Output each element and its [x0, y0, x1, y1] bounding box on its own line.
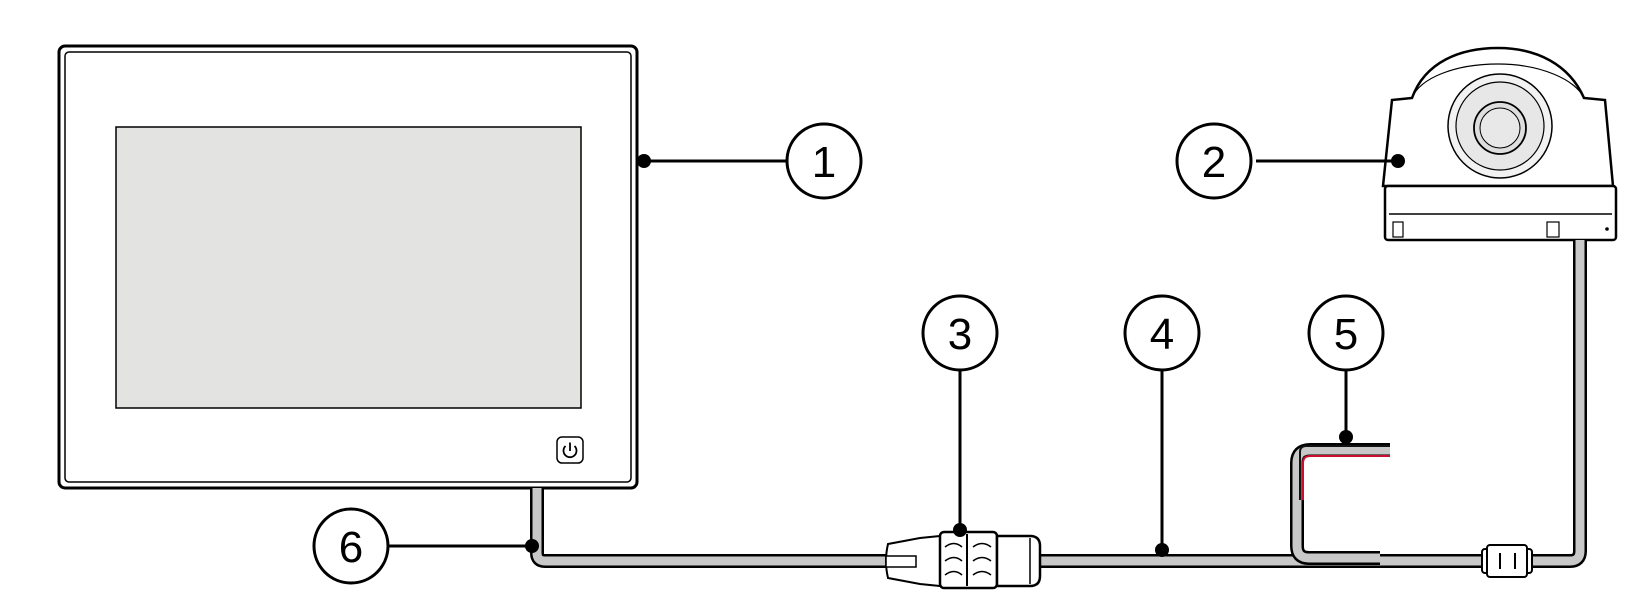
monitor-bezel-inner: [64, 51, 632, 483]
callout-1: 1: [785, 122, 863, 200]
camera-cable: [1530, 240, 1587, 568]
monitor-screen: [115, 126, 582, 409]
callout-4-circle: [1123, 294, 1201, 372]
callout-2-label: 2: [1202, 138, 1226, 187]
red-power-wire: [1302, 455, 1390, 500]
callout-5-circle: [1307, 294, 1385, 372]
callout-1-label: 1: [812, 138, 836, 187]
monitor: [57, 44, 639, 490]
power-button-icon[interactable]: [556, 436, 584, 464]
callout-4-label: 4: [1150, 310, 1174, 359]
power-cable: [1290, 443, 1390, 565]
callout-5: 5: [1307, 294, 1385, 372]
callout-3-label: 3: [948, 310, 972, 359]
callout-4: 4: [1123, 294, 1201, 372]
cable-coupler: [885, 530, 1042, 590]
camera-base: [1383, 184, 1618, 242]
callout-2-circle: [1175, 122, 1253, 200]
callout-leaders: [389, 159, 1398, 552]
monitor-cable: [530, 488, 886, 568]
callout-6-circle: [312, 507, 390, 585]
callout-1-circle: [785, 122, 863, 200]
callout-3-circle: [921, 294, 999, 372]
callout-2: 2: [1175, 122, 1253, 200]
camera-cable-connector: [1481, 544, 1533, 578]
callout-anchor-dots: [525, 154, 1405, 557]
dome-camera: [1381, 46, 1618, 242]
callout-6: 6: [312, 507, 390, 585]
callout-6-label: 6: [339, 523, 363, 572]
callout-5-label: 5: [1334, 310, 1358, 359]
callout-3: 3: [921, 294, 999, 372]
